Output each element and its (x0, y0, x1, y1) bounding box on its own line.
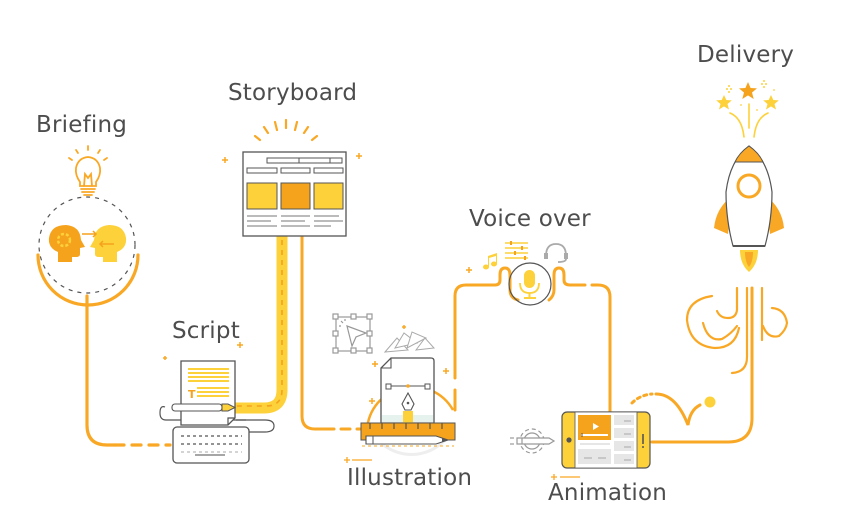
animation-illustration (510, 411, 651, 480)
pencil-icon (365, 435, 450, 445)
microphone-icon (519, 270, 540, 299)
orange-arc (36, 253, 140, 307)
bounce-ball-dot (704, 396, 716, 408)
illustration-illustration (332, 313, 456, 463)
firework-trails (729, 103, 769, 138)
delivery-illustration (685, 80, 789, 375)
document-pen-icon (380, 357, 435, 424)
sparkle-icon (369, 325, 449, 404)
step-label-storyboard: Storyboard (228, 80, 358, 106)
step-label-voice-over: Voice over (469, 206, 591, 232)
equalizer-icon (505, 241, 528, 260)
connector-storyboard-illustration (300, 230, 362, 431)
script-illustration: T (159, 342, 275, 464)
voiceover-illustration (466, 241, 568, 306)
step-label-animation: Animation (548, 480, 668, 506)
connector-briefing-script (85, 294, 172, 447)
briefing-illustration (36, 145, 140, 307)
keyboard-icon (172, 426, 250, 464)
sparkle-icon (466, 267, 472, 273)
step-label-script: Script (172, 318, 240, 344)
selection-cursor-icon (332, 313, 373, 354)
document-icon: T (180, 360, 236, 426)
music-note-icon (483, 253, 497, 270)
cable (159, 406, 246, 421)
tablet-video-icon (561, 411, 651, 469)
step-label-delivery: Delivery (697, 42, 795, 68)
dashed-circle (38, 196, 136, 294)
connector-illustration-voiceover-animation (453, 266, 612, 414)
mic-ring (508, 262, 552, 306)
gear-pencil-icon (510, 428, 556, 454)
cable (232, 419, 275, 433)
pen-icon (171, 403, 237, 412)
step-label-illustration: Illustration (347, 465, 473, 491)
shadow-arc (376, 438, 447, 456)
play-icon (593, 423, 599, 430)
step-label-briefing: Briefing (36, 112, 128, 138)
connector-script-storyboard (232, 232, 288, 414)
storyboard-illustration (222, 118, 362, 237)
sparkle-icon (344, 457, 372, 463)
svg-text:T: T (188, 388, 196, 401)
sparkle-icon (163, 342, 243, 360)
sunburst-rays (253, 118, 319, 142)
paper-stack-icon (383, 331, 436, 353)
exhaust-swirls (685, 286, 789, 375)
stars-icon (716, 80, 779, 111)
heads-exchange-icon (48, 225, 127, 262)
sparkle-icon (551, 474, 580, 480)
storyboard-icon (242, 151, 347, 237)
connector-animation-delivery (630, 286, 754, 444)
headset-icon (544, 243, 568, 263)
lightbulb-icon (68, 145, 108, 196)
sparkle-icon (222, 153, 362, 163)
rocket-icon (714, 145, 784, 272)
